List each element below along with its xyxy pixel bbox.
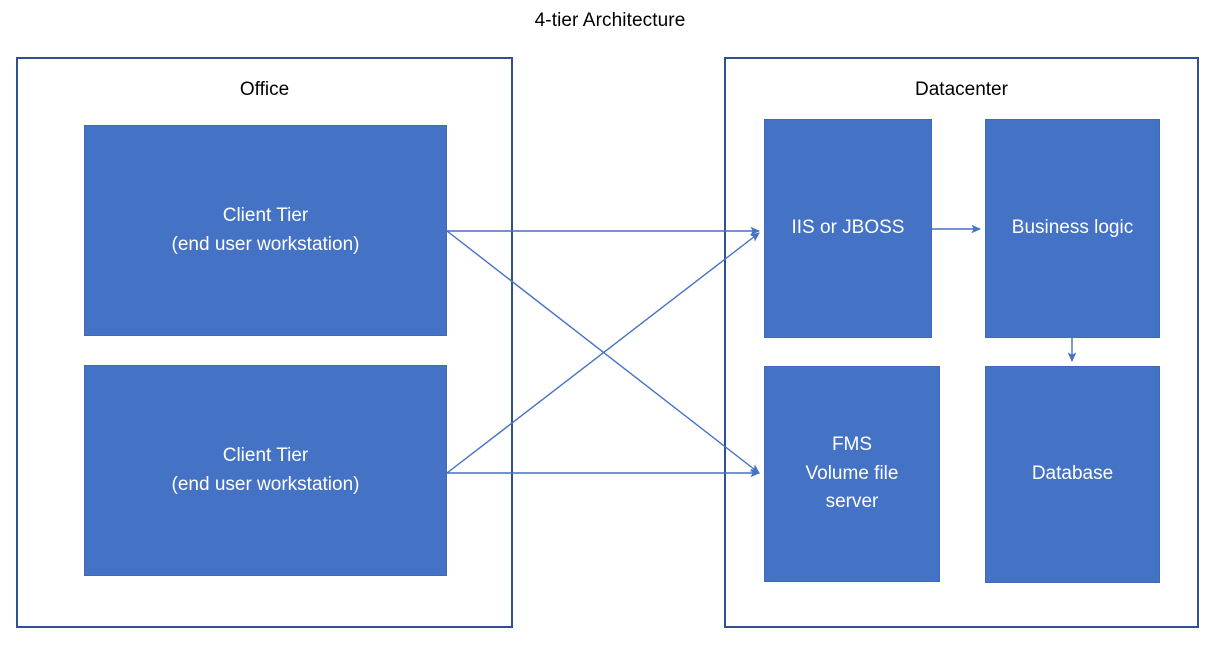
node-line: FMS	[831, 433, 873, 455]
node-database[interactable]: Database	[985, 366, 1160, 583]
node-line: Database	[1031, 463, 1114, 485]
group-label-office: Office	[239, 79, 290, 100]
node-client-tier-2[interactable]: Client Tier (end user workstation)	[84, 365, 447, 576]
node-line: Client Tier	[222, 444, 309, 466]
node-line: IIS or JBOSS	[791, 217, 905, 239]
node-iis-or-jboss[interactable]: IIS or JBOSS	[764, 119, 932, 338]
node-line: Volume file	[805, 462, 899, 484]
node-fms-volume-file-server[interactable]: FMS Volume file server	[764, 366, 940, 582]
node-line: server	[825, 491, 879, 513]
node-line: Client Tier	[222, 204, 309, 226]
group-label-datacenter: Datacenter	[915, 79, 1008, 100]
node-line: Business logic	[1011, 217, 1134, 239]
node-line: (end user workstation)	[171, 233, 360, 255]
node-line: (end user workstation)	[171, 473, 360, 495]
diagram-title: 4-tier Architecture	[534, 10, 686, 31]
node-business-logic[interactable]: Business logic	[985, 119, 1160, 338]
node-client-tier-1[interactable]: Client Tier (end user workstation)	[84, 125, 447, 336]
